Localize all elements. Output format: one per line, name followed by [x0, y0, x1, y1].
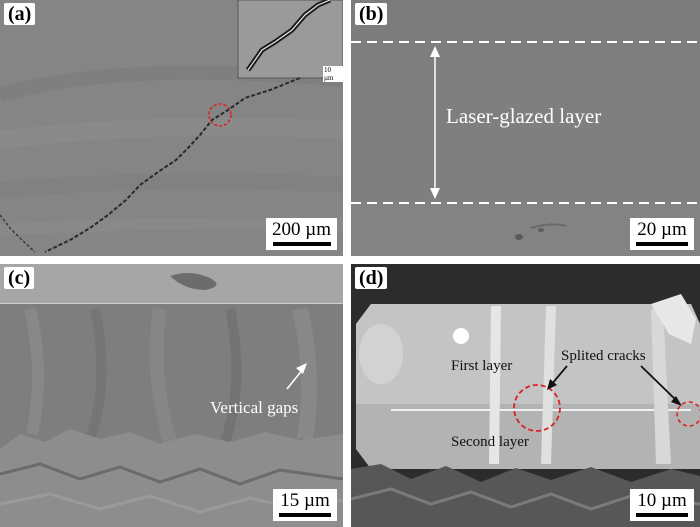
crack-line — [44, 77, 301, 253]
panel-b-scale-label: 20 µm — [637, 219, 687, 240]
crack-arrow-1 — [550, 365, 568, 386]
panel-d: First layer Second layer Splited cracks … — [351, 264, 700, 527]
panel-d-scale-label: 10 µm — [637, 490, 687, 511]
panel-b-scale-bar — [636, 242, 688, 246]
vertical-gaps-label: Vertical gaps — [210, 398, 299, 417]
crack-arrow-2 — [640, 365, 679, 403]
panel-d-tag: (d) — [355, 267, 388, 289]
inset-scale-label: 10 µm — [323, 66, 343, 82]
panel-c: Vertical gaps (c) 15 µm — [0, 264, 343, 527]
crack-highlight-circle — [208, 103, 232, 127]
split-crack-circle-1 — [513, 384, 561, 432]
panel-a-micrograph — [0, 0, 343, 256]
panel-a-scale-bar — [272, 242, 331, 246]
panel-d-scale-bar — [636, 513, 688, 517]
panel-c-scalebar: 15 µm — [273, 489, 337, 521]
first-layer-label: First layer — [451, 358, 513, 374]
split-crack-circle-2 — [676, 401, 700, 427]
panel-a-scalebar: 200 µm — [266, 218, 337, 250]
panel-b-tag: (b) — [355, 3, 388, 25]
laser-glazed-layer-label: Laser-glazed layer — [446, 104, 602, 128]
panel-a-scale-label: 200 µm — [272, 219, 331, 240]
second-layer-label: Second layer — [451, 434, 529, 450]
panel-a-tag: (a) — [4, 3, 36, 25]
panel-b: Laser-glazed layer (b) 20 µm — [351, 0, 700, 256]
panel-c-micrograph — [0, 264, 343, 527]
panel-c-scale-bar — [279, 513, 331, 517]
panel-d-scalebar: 10 µm — [630, 489, 694, 521]
panel-c-tag: (c) — [4, 267, 35, 289]
panel-d-micrograph — [351, 264, 700, 527]
splited-cracks-label: Splited cracks — [561, 348, 646, 364]
vertical-gap-arrow — [286, 368, 304, 390]
panel-c-scale-label: 15 µm — [280, 490, 330, 511]
panel-b-scalebar: 20 µm — [630, 218, 694, 250]
panel-a: 10 µm (a) 200 µm — [0, 0, 343, 256]
